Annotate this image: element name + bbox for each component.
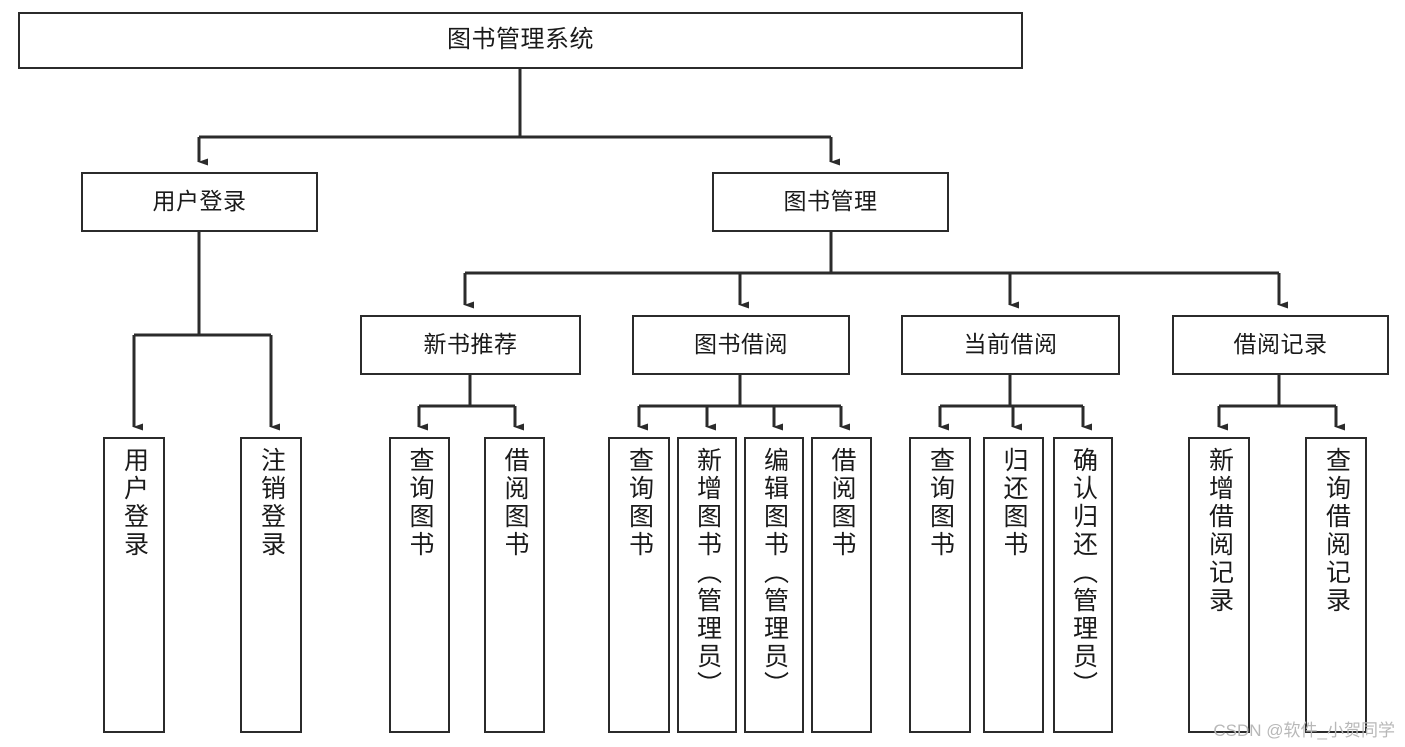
node-leaf-query-book-3[interactable]: 查询图书 (909, 437, 971, 733)
node-leaf-user-login[interactable]: 用户登录 (103, 437, 165, 733)
node-borrow-record[interactable]: 借阅记录 (1172, 315, 1389, 375)
node-leaf-query-book-1[interactable]: 查询图书 (389, 437, 450, 733)
node-leaf-logout[interactable]: 注销登录 (240, 437, 302, 733)
node-leaf-add-record[interactable]: 新增借阅记录 (1188, 437, 1250, 733)
node-user-login[interactable]: 用户登录 (81, 172, 318, 232)
node-leaf-return-book[interactable]: 归还图书 (983, 437, 1044, 733)
node-leaf-edit-book[interactable]: 编辑图书（管理员） (744, 437, 804, 733)
node-leaf-return-book-label: 归还图书 (1000, 447, 1028, 559)
node-current-borrow[interactable]: 当前借阅 (901, 315, 1120, 375)
node-leaf-confirm-return-label: 确认归还（管理员） (1069, 447, 1098, 699)
node-leaf-user-login-label: 用户登录 (120, 447, 149, 559)
node-root-label: 图书管理系统 (447, 26, 594, 54)
node-new-book-rec-label: 新书推荐 (423, 331, 518, 358)
node-leaf-query-book-2[interactable]: 查询图书 (608, 437, 670, 733)
node-leaf-logout-label: 注销登录 (257, 447, 286, 559)
node-leaf-query-record[interactable]: 查询借阅记录 (1305, 437, 1367, 733)
node-borrow-record-label: 借阅记录 (1233, 331, 1328, 358)
node-leaf-edit-book-label: 编辑图书（管理员） (760, 447, 789, 699)
node-root[interactable]: 图书管理系统 (18, 12, 1023, 69)
node-leaf-query-book-3-label: 查询图书 (926, 447, 955, 559)
node-leaf-add-book[interactable]: 新增图书（管理员） (677, 437, 737, 733)
node-leaf-borrow-book-1[interactable]: 借阅图书 (484, 437, 545, 733)
node-new-book-rec[interactable]: 新书推荐 (360, 315, 581, 375)
node-current-borrow-label: 当前借阅 (963, 331, 1058, 358)
node-leaf-add-record-label: 新增借阅记录 (1205, 447, 1234, 615)
node-leaf-query-record-label: 查询借阅记录 (1322, 447, 1351, 615)
node-leaf-query-book-2-label: 查询图书 (625, 447, 654, 559)
node-user-login-label: 用户登录 (152, 188, 247, 215)
node-leaf-borrow-book-2[interactable]: 借阅图书 (811, 437, 872, 733)
node-leaf-confirm-return[interactable]: 确认归还（管理员） (1053, 437, 1113, 733)
node-leaf-query-book-1-label: 查询图书 (406, 447, 434, 559)
node-book-borrow[interactable]: 图书借阅 (632, 315, 850, 375)
node-leaf-add-book-label: 新增图书（管理员） (693, 447, 722, 699)
node-leaf-borrow-book-2-label: 借阅图书 (828, 447, 856, 559)
node-leaf-borrow-book-1-label: 借阅图书 (501, 447, 529, 559)
node-book-manage-label: 图书管理 (783, 188, 878, 215)
node-book-manage[interactable]: 图书管理 (712, 172, 949, 232)
node-book-borrow-label: 图书借阅 (694, 331, 788, 358)
